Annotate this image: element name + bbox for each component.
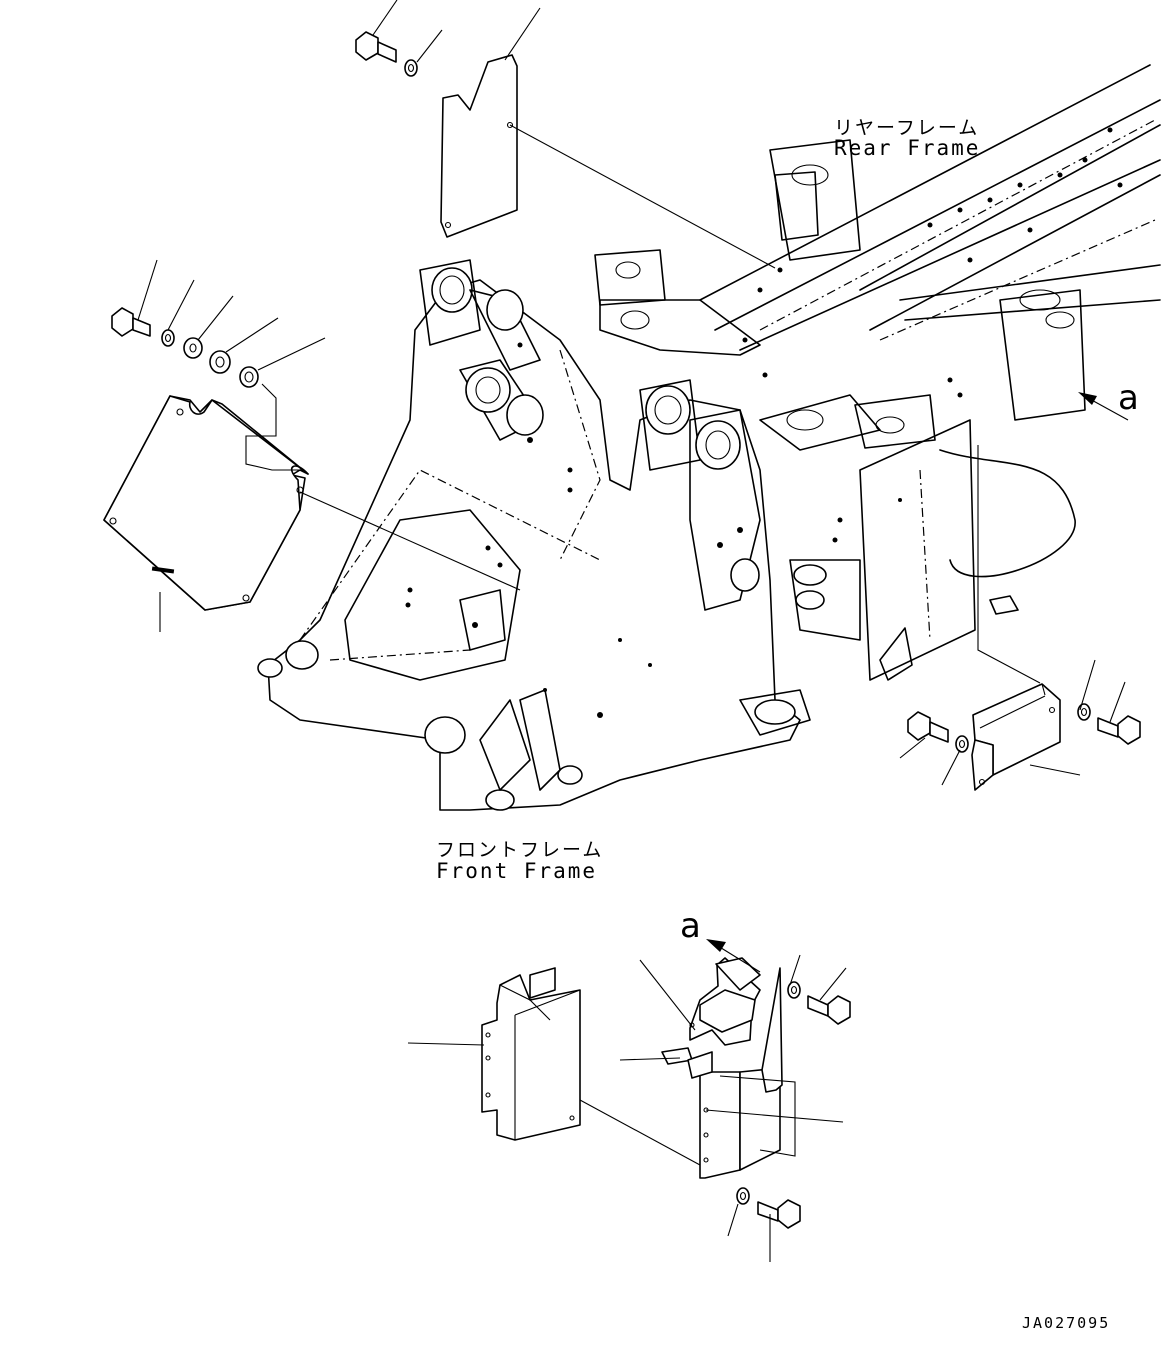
view-letter-bottom: a <box>680 906 701 946</box>
rear-frame-label-en: Rear Frame <box>834 136 981 160</box>
view-letter-top: a <box>1118 378 1139 418</box>
right-washer-2 <box>1078 704 1090 720</box>
left-cover-assembly <box>104 260 520 632</box>
left-bolt <box>112 308 150 336</box>
rear-frame-label-jp: リヤーフレーム <box>834 117 980 139</box>
view-a-arrow-top <box>1078 392 1128 420</box>
bottom-left-guard <box>408 968 700 1165</box>
front-frame-label-en: Front Frame <box>436 859 598 883</box>
top-washer <box>405 60 417 76</box>
top-cover-plate <box>441 55 517 237</box>
right-bolt-2 <box>1098 716 1140 744</box>
left-washer-2 <box>184 338 202 358</box>
front-frame-label-jp: フロントフレーム <box>436 839 604 861</box>
drawing-code: JA027095 <box>1022 1314 1111 1332</box>
bottom-washer-1 <box>788 982 800 998</box>
right-washer-1 <box>956 736 968 752</box>
left-washer-3 <box>210 351 230 373</box>
right-bracket-assembly <box>900 445 1140 790</box>
bottom-bolt-1 <box>808 996 850 1024</box>
right-bolt-1 <box>908 712 948 742</box>
bottom-right-guard <box>620 955 850 1262</box>
bottom-bolt-2 <box>758 1200 800 1228</box>
top-bolt <box>356 32 396 62</box>
top-cover-assembly <box>356 0 775 268</box>
front-frame <box>258 260 860 810</box>
left-washer-4 <box>240 367 258 387</box>
bottom-washer-2 <box>737 1188 749 1204</box>
view-a-arrow-bottom <box>706 939 760 972</box>
left-washer-1 <box>162 330 174 346</box>
rear-frame <box>595 65 1160 680</box>
